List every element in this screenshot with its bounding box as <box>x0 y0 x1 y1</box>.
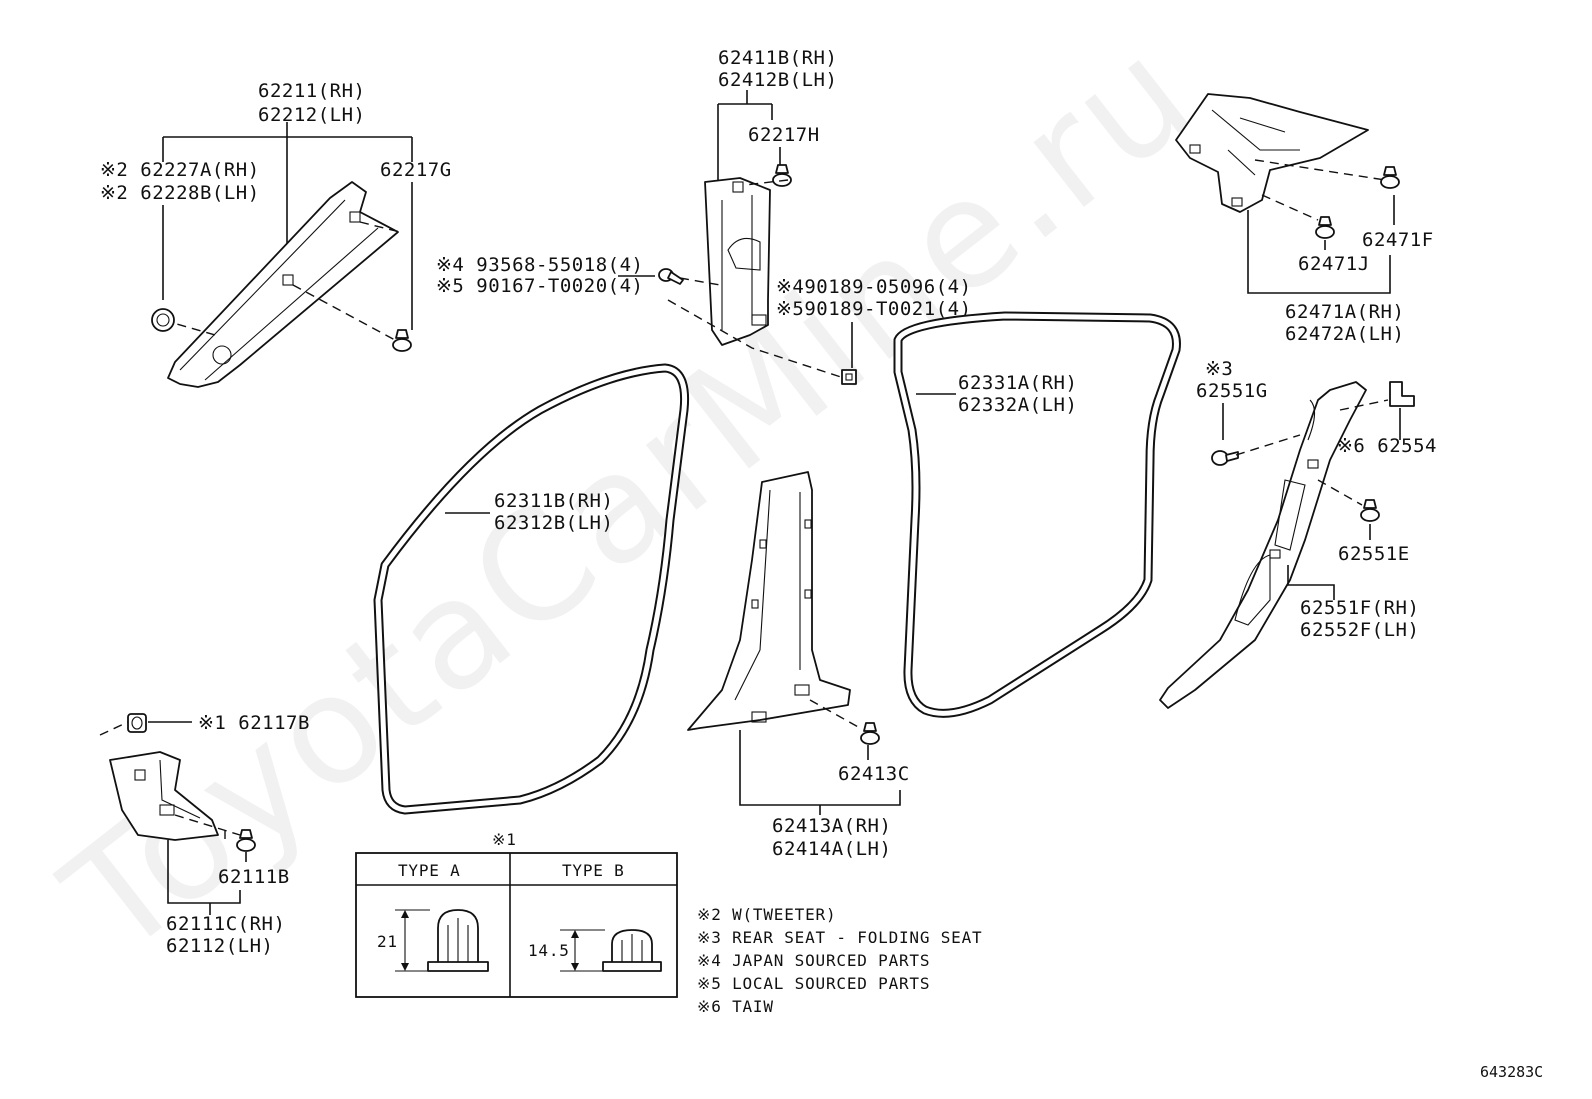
type-b-header: TYPE B <box>562 861 625 880</box>
label-62471j[interactable]: 62471J <box>1298 253 1370 275</box>
type-table: ※1 TYPE A TYPE B 21 14.5 <box>355 830 678 998</box>
label-62228b-lh[interactable]: ※2 62228B(LH) <box>100 182 260 204</box>
label-62212-lh[interactable]: 62212(LH) <box>258 104 365 126</box>
note-local: ※5 LOCAL SOURCED PARTS <box>697 974 930 993</box>
label-62217h[interactable]: 62217H <box>748 124 820 146</box>
type-a-dimension: 21 <box>377 932 398 951</box>
label-62332a-lh[interactable]: 62332A(LH) <box>958 394 1077 416</box>
label-90189-05096[interactable]: ※490189-05096(4) <box>776 276 972 298</box>
label-62551e[interactable]: 62551E <box>1338 543 1410 565</box>
screw-93568-icon <box>658 268 684 285</box>
nut-62554-icon <box>1389 381 1415 407</box>
roof-side-trim-shape <box>1175 93 1369 213</box>
label-62414a-lh[interactable]: 62414A(LH) <box>772 838 891 860</box>
label-62551g-ref: ※3 <box>1205 358 1233 380</box>
retainer-62117b-icon <box>127 713 147 733</box>
label-62471f[interactable]: 62471F <box>1362 229 1434 251</box>
label-62217g[interactable]: 62217G <box>380 159 452 181</box>
quarter-trim-shape <box>1159 381 1367 709</box>
note-taiw: ※6 TAIW <box>697 997 774 1016</box>
rear-door-weatherstrip-group: 62331A(RH) 62332A(LH) <box>893 311 1181 718</box>
label-62111b[interactable]: 62111B <box>218 866 290 888</box>
label-62312b-lh[interactable]: 62312B(LH) <box>494 512 613 534</box>
clip-62471f-icon <box>1380 166 1400 189</box>
label-62111c-rh[interactable]: 62111C(RH) <box>166 913 285 935</box>
label-62471a-rh[interactable]: 62471A(RH) <box>1285 301 1404 323</box>
label-62551g[interactable]: 62551G <box>1196 380 1268 402</box>
note-rear-seat: ※3 REAR SEAT - FOLDING SEAT <box>697 928 982 947</box>
b-pillar-upper-shape <box>704 177 771 346</box>
push-pin-62551g-icon <box>1211 450 1239 466</box>
tweeter-cover-icon <box>151 308 175 332</box>
label-62551f-rh[interactable]: 62551F(RH) <box>1300 597 1419 619</box>
b-pillar-lower-group: 62413C 62413A(RH) 62414A(LH) <box>687 471 910 860</box>
front-door-weatherstrip-group: 62311B(RH) 62312B(LH) <box>373 363 690 815</box>
nut-90189-icon <box>841 369 857 385</box>
clip-62217g-icon <box>392 329 412 352</box>
label-62552f-lh[interactable]: 62552F(LH) <box>1300 619 1419 641</box>
label-93568[interactable]: ※4 93568-55018(4) <box>436 254 643 276</box>
label-62412b-lh[interactable]: 62412B(LH) <box>718 69 837 91</box>
watermark: ToyotaCarMine.ru <box>34 5 1225 989</box>
b-pillar-lower-shape <box>687 471 851 731</box>
type-b-clip-icon <box>560 929 662 972</box>
label-90167[interactable]: ※5 90167-T0020(4) <box>436 275 643 297</box>
type-b-dimension: 14.5 <box>528 941 570 960</box>
type-a-clip-icon <box>395 909 489 972</box>
cowl-side-trim-shape <box>109 751 219 841</box>
type-a-header: TYPE A <box>398 861 461 880</box>
label-90189-t0021[interactable]: ※590189-T0021(4) <box>776 298 972 320</box>
label-62554[interactable]: ※6 62554 <box>1337 435 1437 457</box>
label-62112-lh[interactable]: 62112(LH) <box>166 935 273 957</box>
type-table-ref: ※1 <box>492 830 517 849</box>
label-62311b-rh[interactable]: 62311B(RH) <box>494 490 613 512</box>
label-62117b[interactable]: ※1 62117B <box>198 712 310 734</box>
clip-62111b-icon <box>236 829 256 852</box>
clip-62471j-icon <box>1315 216 1335 239</box>
a-pillar-garnish-group: 62211(RH) 62212(LH) ※2 62227A(RH) ※2 622… <box>100 80 452 388</box>
b-pillar-upper-group: 62411B(RH) 62412B(LH) 62217H ※4 93568-55… <box>436 47 972 385</box>
roof-side-trim-group: 62471F 62471J 62471A(RH) 62472A(LH) <box>1175 93 1434 345</box>
cowl-side-trim-group: ※1 62117B 62111B 62111C(RH) 62112(LH) <box>99 712 310 957</box>
quarter-trim-group: ※3 62551G ※6 62554 62551E 62551F(RH) 625… <box>1159 358 1437 709</box>
clip-62551e-icon <box>1360 499 1380 522</box>
note-tweeter: ※2 W(TWEETER) <box>697 905 836 924</box>
label-62411b-rh[interactable]: 62411B(RH) <box>718 47 837 69</box>
footnotes: ※2 W(TWEETER) ※3 REAR SEAT - FOLDING SEA… <box>697 905 982 1016</box>
label-62413c[interactable]: 62413C <box>838 763 910 785</box>
clip-62217h-icon <box>772 164 792 187</box>
clip-62413c-icon <box>860 722 880 745</box>
label-62472a-lh[interactable]: 62472A(LH) <box>1285 323 1404 345</box>
label-62211-rh[interactable]: 62211(RH) <box>258 80 365 102</box>
note-japan: ※4 JAPAN SOURCED PARTS <box>697 951 930 970</box>
label-62331a-rh[interactable]: 62331A(RH) <box>958 372 1077 394</box>
label-62227a-rh[interactable]: ※2 62227A(RH) <box>100 159 260 181</box>
diagram-code: 643283C <box>1480 1063 1543 1081</box>
label-62413a-rh[interactable]: 62413A(RH) <box>772 815 891 837</box>
